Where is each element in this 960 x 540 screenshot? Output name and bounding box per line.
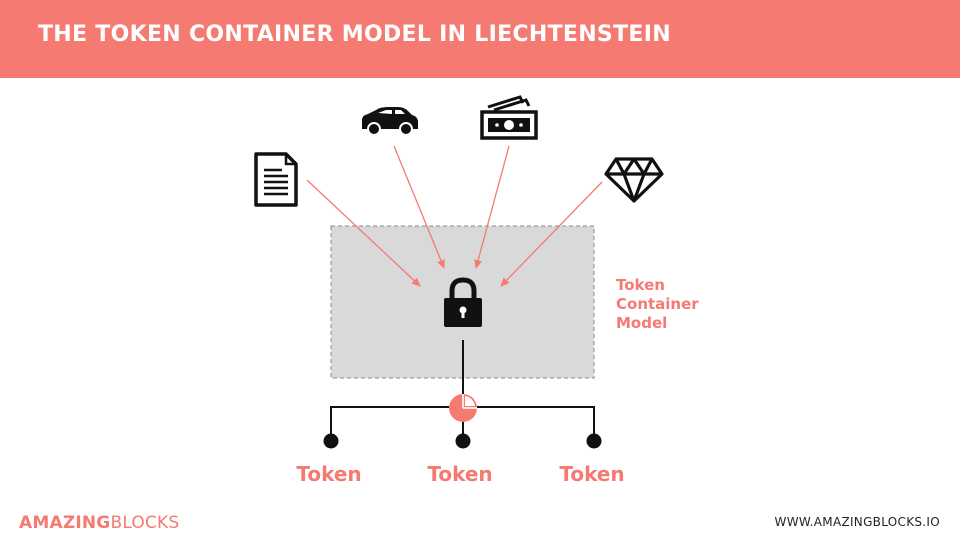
- token-dot: [323, 433, 339, 449]
- token-dot: [586, 433, 602, 449]
- brand-logo: AMAZINGBLOCKS: [19, 513, 179, 533]
- diamond-icon: [604, 157, 664, 203]
- container-label-line: Container: [616, 295, 699, 313]
- brand-part-amazing: AMAZING: [19, 513, 111, 533]
- token-label: Token: [427, 462, 493, 486]
- arrow-document: [306, 179, 421, 287]
- token-label: Token: [296, 462, 362, 486]
- token-dot: [455, 433, 471, 449]
- container-label-line: Model: [616, 314, 668, 332]
- document-icon: [254, 152, 298, 207]
- arrow-diamond: [500, 181, 603, 287]
- pie-chart-icon: [449, 394, 477, 422]
- money-icon: [480, 95, 538, 140]
- arrow-money: [474, 145, 510, 269]
- asset-arrows: [306, 145, 603, 287]
- lock-icon: [444, 277, 482, 327]
- page-title: THE TOKEN CONTAINER MODEL IN LIECHTENSTE…: [38, 22, 671, 47]
- token-label: Token: [559, 462, 625, 486]
- brand-part-blocks: BLOCKS: [110, 513, 180, 533]
- distribution-lines: [330, 340, 595, 434]
- container-label-line: Token: [616, 276, 665, 294]
- container-label: Token Container Model: [616, 276, 736, 333]
- car-icon: [362, 107, 418, 136]
- arrow-car: [393, 145, 445, 269]
- website-url: WWW.AMAZINGBLOCKS.IO: [774, 515, 940, 529]
- header-bar: THE TOKEN CONTAINER MODEL IN LIECHTENSTE…: [0, 0, 960, 78]
